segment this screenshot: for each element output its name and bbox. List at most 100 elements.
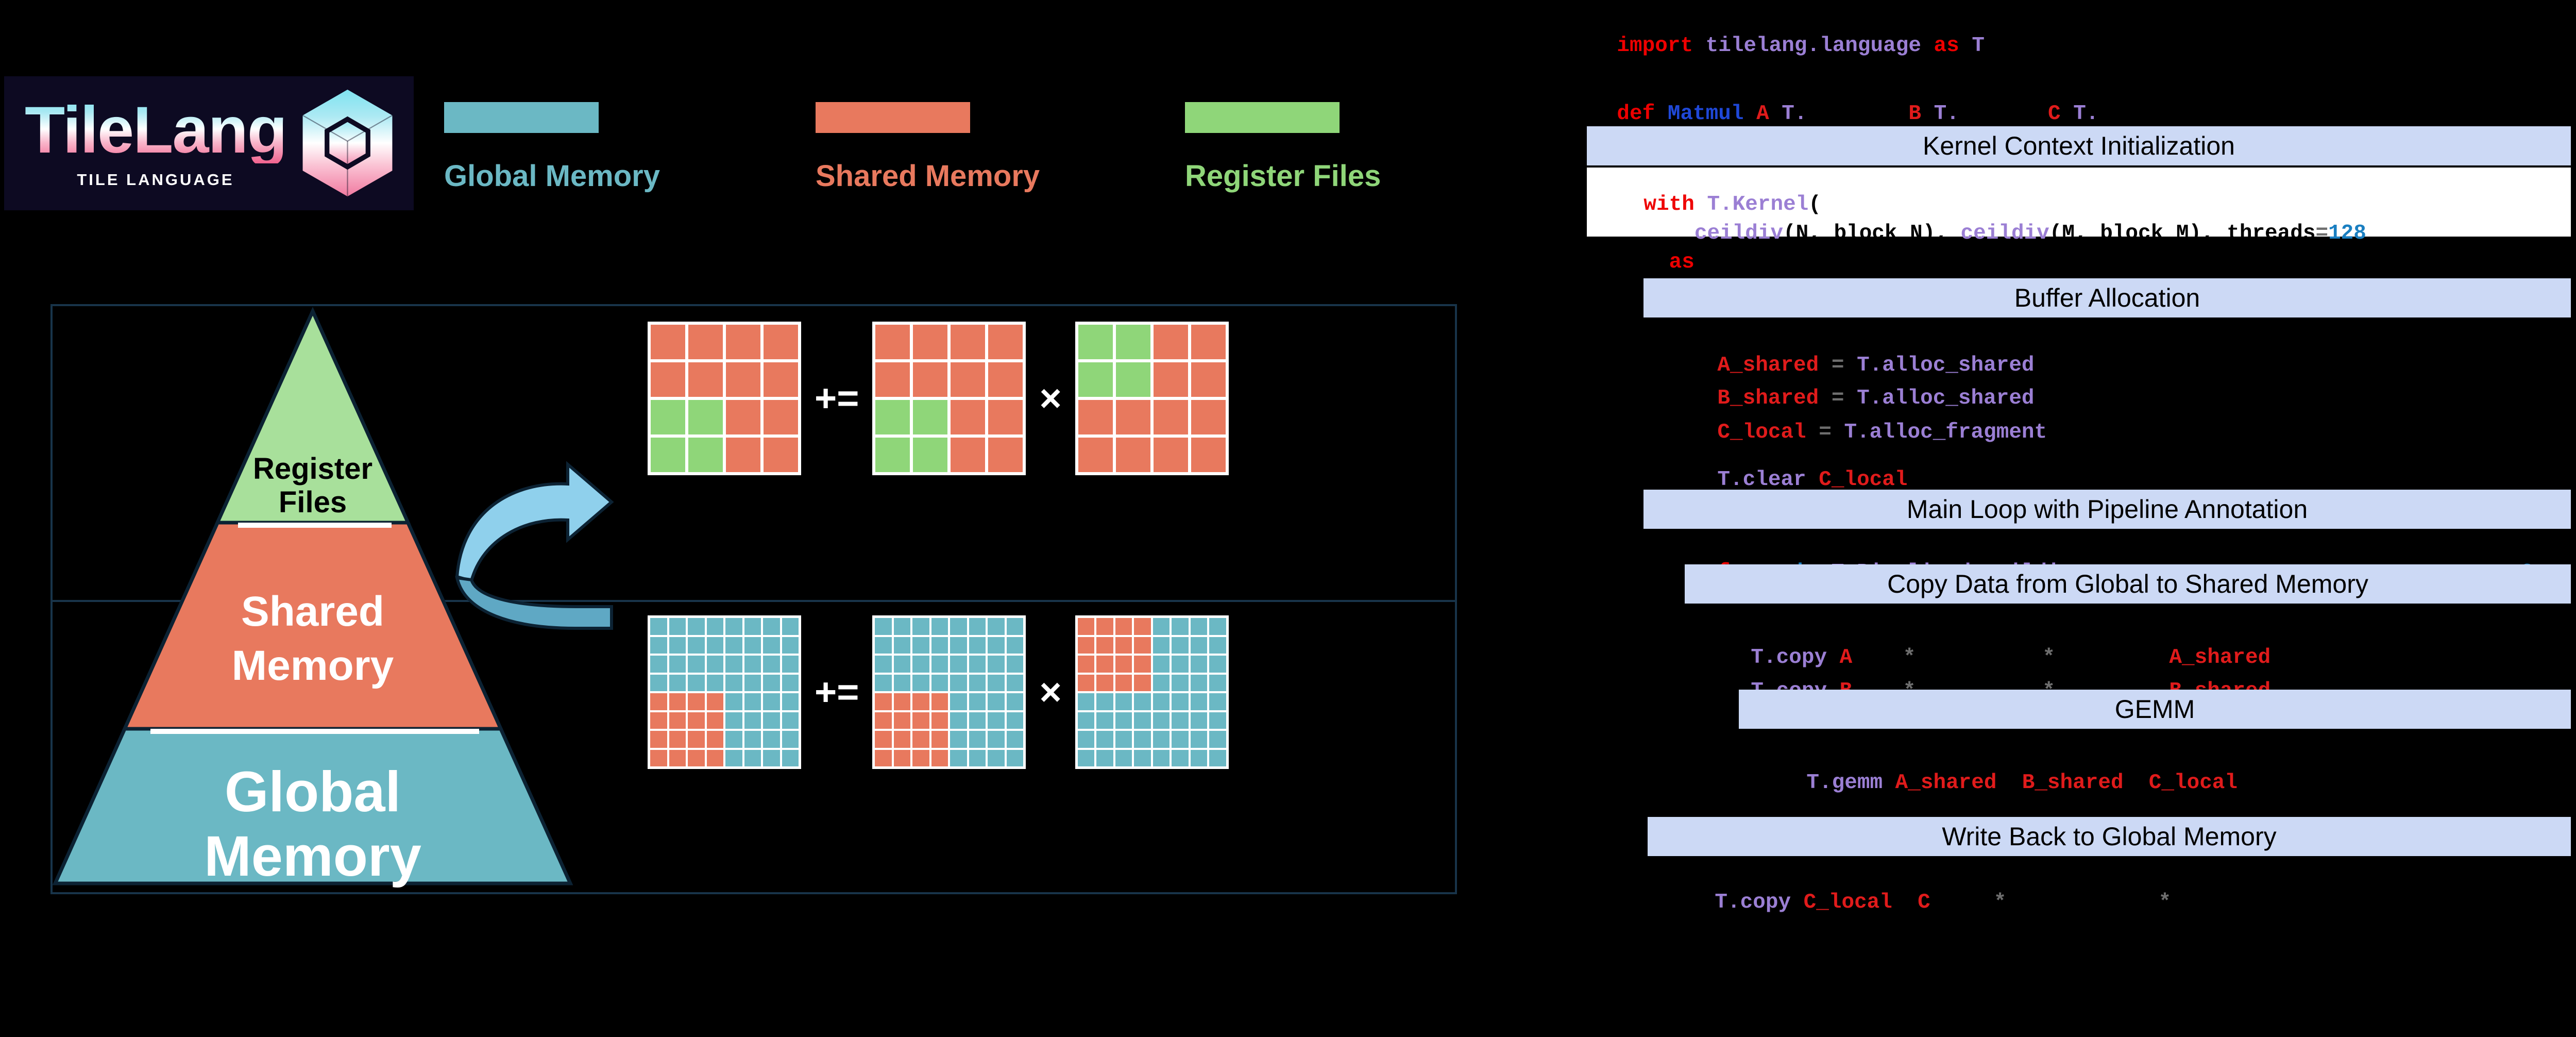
matrix-cell — [669, 749, 686, 766]
matrix-cell — [650, 693, 667, 710]
matrix-cell — [763, 731, 780, 748]
matrix-cell — [688, 749, 705, 766]
matrix-cell — [725, 637, 742, 654]
matrix-cell — [744, 712, 761, 729]
matrix-cell — [969, 749, 986, 766]
matrix-cell — [1006, 656, 1024, 673]
matrix-cell — [969, 712, 986, 729]
matrix-cell — [1190, 693, 1208, 710]
matrix-cell — [1190, 656, 1208, 673]
matrix-cell — [688, 362, 723, 397]
matrix-cell — [744, 656, 761, 673]
svg-text:Memory: Memory — [232, 642, 394, 689]
matrix-cell — [1115, 400, 1150, 434]
legend-item-shared-memory: Shared Memory — [816, 102, 1040, 193]
module-name: tilelang.language — [1705, 34, 1921, 58]
matrix-cell — [744, 693, 761, 710]
matrix-cell — [875, 400, 910, 434]
matrix-cell — [1115, 362, 1150, 397]
matrix-cell — [706, 637, 723, 654]
matrix-cell — [725, 674, 742, 691]
svg-text:Files: Files — [279, 486, 347, 519]
matrix-cell — [1115, 674, 1132, 691]
matrix-cell — [1115, 712, 1132, 729]
matrix-cell — [1134, 674, 1151, 691]
matrix-cell — [1134, 637, 1151, 654]
matrix-cell — [913, 438, 948, 472]
matrix-cell — [1153, 400, 1188, 434]
matrix-cell — [1134, 618, 1151, 635]
matrix-cell — [706, 618, 723, 635]
matrix-cell — [969, 637, 986, 654]
matrix-cell — [688, 637, 705, 654]
section-header-copy-data: Copy Data from Global to Shared Memory — [1685, 564, 2571, 604]
matrix-cell — [912, 656, 929, 673]
section-header-buffer-allocation: Buffer Allocation — [1643, 278, 2571, 317]
matrix-cell — [650, 712, 667, 729]
matrix-cell — [988, 438, 1023, 472]
matrix-cell — [1006, 731, 1024, 748]
legend-label-shared-memory: Shared Memory — [816, 159, 1040, 193]
matrix-cell — [875, 618, 892, 635]
matrix-cell — [988, 731, 1005, 748]
matrix-cell — [688, 656, 705, 673]
b-shared-grid — [1075, 322, 1229, 475]
matrix-cell — [950, 656, 967, 673]
matrix-cell — [764, 400, 798, 434]
matrix-cell — [1153, 618, 1170, 635]
matrix-cell — [931, 731, 948, 748]
matrix-cell — [688, 674, 705, 691]
matrix-cell — [1209, 749, 1226, 766]
matrix-cell — [763, 656, 780, 673]
matrix-cell — [1078, 400, 1113, 434]
matrix-cell — [931, 656, 948, 673]
matrix-cell — [726, 400, 760, 434]
matrix-cell — [1077, 712, 1095, 729]
matrix-cell — [1134, 749, 1151, 766]
matrix-cell — [763, 637, 780, 654]
matrix-cell — [893, 637, 911, 654]
matrix-cell — [650, 618, 667, 635]
matrix-cell — [688, 693, 705, 710]
matrix-cell — [1190, 618, 1208, 635]
matrix-cell — [744, 731, 761, 748]
matrix-cell — [706, 712, 723, 729]
matrix-cell — [706, 693, 723, 710]
diagram-panel: TileLang TILE LANGUAGE — [4, 76, 1457, 894]
legend-label-global-memory: Global Memory — [444, 159, 660, 193]
matrix-cell — [931, 637, 948, 654]
matrix-cell — [1077, 674, 1095, 691]
matrix-cell — [988, 325, 1023, 359]
matrix-cell — [744, 637, 761, 654]
matrix-cell — [726, 438, 760, 472]
code-with-kernel-line: with T.Kernel( — [1643, 193, 1821, 216]
matrix-cell — [1190, 637, 1208, 654]
matrix-cell — [875, 674, 892, 691]
c-global-grid — [648, 615, 801, 769]
matrix-cell — [1077, 693, 1095, 710]
matrix-cell — [951, 400, 986, 434]
matrix-cell — [782, 731, 799, 748]
matrix-cell — [912, 618, 929, 635]
matrix-cell — [669, 693, 686, 710]
data-flow-arrow-icon — [442, 407, 622, 636]
pyramid-tier-label-shared-memory: Shared — [241, 588, 384, 635]
kernel-context-code-box — [1587, 168, 2571, 237]
matrix-cell — [1172, 712, 1189, 729]
matrix-cell — [893, 693, 911, 710]
kw-import: import — [1617, 34, 1693, 58]
matrix-cell — [688, 325, 723, 359]
matrix-cell — [1153, 749, 1170, 766]
matrix-cell — [1006, 637, 1024, 654]
matrix-cell — [1134, 712, 1151, 729]
matrix-cell — [875, 731, 892, 748]
matrix-cell — [706, 674, 723, 691]
matrix-row-global-shared: +=× — [648, 615, 1229, 769]
code-c-local-alloc: C_local = T.alloc_fragment — [1717, 421, 2047, 444]
hexagon-cube-icon — [300, 88, 395, 201]
svg-text:Memory: Memory — [204, 825, 421, 888]
register-files-swatch — [1185, 102, 1340, 133]
matrix-cell — [1191, 362, 1226, 397]
section-header-main-loop: Main Loop with Pipeline Annotation — [1643, 490, 2571, 529]
matrix-cell — [650, 637, 667, 654]
